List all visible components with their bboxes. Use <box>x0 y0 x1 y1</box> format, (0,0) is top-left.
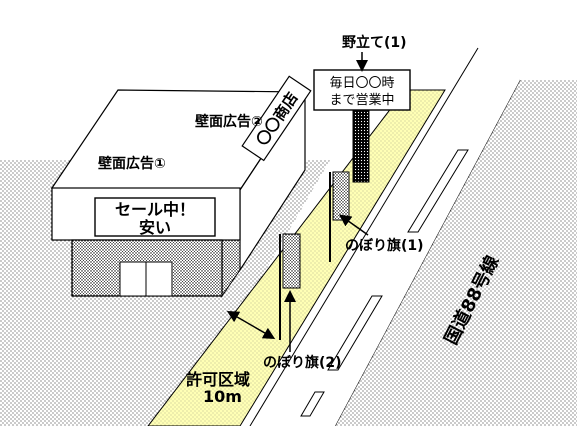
wall-ad-1-board <box>94 197 216 237</box>
arrow-zone-width <box>226 310 276 340</box>
road-surface <box>335 80 577 426</box>
label-wall-ad-2: 壁面広告② <box>195 113 263 130</box>
label-zone-line2: 10m <box>203 387 242 406</box>
billboard-pole <box>352 107 370 183</box>
label-nodate: 野立て(1) <box>342 34 407 51</box>
building-door <box>119 261 173 297</box>
sidewalk-edge-line <box>249 47 479 426</box>
billboard-text-line2: まで営業中 <box>329 92 394 108</box>
sale-text-line2: 安い <box>139 218 171 237</box>
label-nobori-2: のぼり旗(2) <box>263 354 342 371</box>
label-wall-ad-1: 壁面広告① <box>98 155 166 172</box>
billboard-board <box>313 69 411 111</box>
label-zone-line1: 許可区域 <box>186 370 250 389</box>
arrow-nobori-1 <box>339 214 369 236</box>
billboard-text-line1: 毎日〇〇時 <box>329 75 394 91</box>
sale-text-line1: セール中！ <box>115 200 195 219</box>
label-nobori-1: のぼり旗(1) <box>345 237 424 254</box>
nobori-flag-2 <box>279 233 301 340</box>
curb-blocks <box>300 149 469 417</box>
